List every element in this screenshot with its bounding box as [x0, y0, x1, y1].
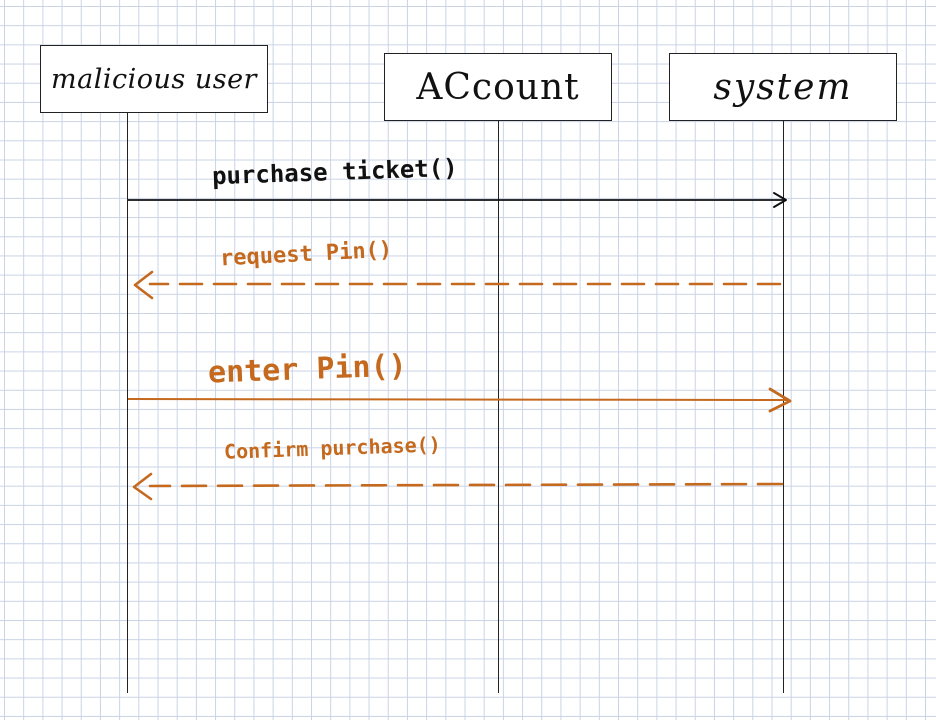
participant-label: malicious user: [51, 63, 257, 95]
message-arrow-confirm-purchase: [132, 472, 784, 501]
message-arrow-request-pin: [133, 270, 782, 300]
participant-malicious-user: malicious user: [40, 45, 268, 113]
message-arrow-purchase-ticket: [128, 192, 787, 208]
participant-label: system: [713, 66, 853, 108]
lifeline-system: [783, 121, 784, 693]
message-arrow-enter-pin: [127, 387, 792, 413]
participant-system: system: [669, 53, 897, 121]
participant-label: ACcount: [416, 66, 580, 108]
message-label-enter-pin: enter Pin(): [207, 348, 408, 391]
lifeline-account: [498, 121, 499, 693]
participant-account: ACcount: [384, 53, 612, 121]
lifeline-malicious-user: [127, 113, 128, 693]
